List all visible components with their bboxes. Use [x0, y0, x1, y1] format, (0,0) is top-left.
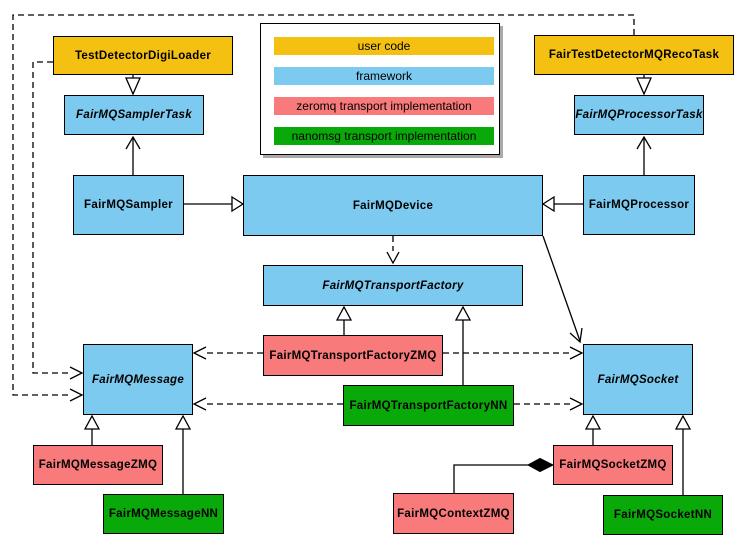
class-box-testdetectordigiloader: TestDetectorDigiLoader [53, 36, 233, 75]
edge-inheritance-messagezmq-message [83, 414, 101, 445]
edge-inheritance-socketnn-socket [674, 414, 692, 495]
edge-dependency-transportfactoryzmq-socket [443, 346, 584, 360]
edge-association-sampler-samplertask [125, 135, 141, 175]
edge-association-device-socket [542, 235, 583, 344]
class-box-fairmqsocketnn: FairMQSocketNN [603, 495, 723, 535]
class-label: FairMQMessageNN [108, 508, 219, 520]
legend-item-nanomsg: nanomsg transport implementation [274, 127, 494, 145]
class-box-fairtestdetectormqrecotask: FairTestDetectorMQRecoTask [534, 35, 734, 75]
class-label: FairMQSamplerTask [76, 109, 192, 121]
class-box-fairmqmessage: FairMQMessage [83, 344, 193, 415]
edge-dependency-device-transportfactory [386, 236, 400, 265]
edge-inheritance-transportfactorynn-transportfactory [454, 305, 472, 385]
legend-item-zeromq: zeromq transport implementation [274, 97, 494, 115]
class-box-fairmqtransportfactory: FairMQTransportFactory [263, 265, 523, 306]
class-label: FairTestDetectorMQRecoTask [548, 49, 720, 61]
edge-inheritance-messagenn-message [174, 414, 192, 494]
legend-item-framework: framework [274, 67, 494, 85]
class-box-fairmqmessagezmq: FairMQMessageZMQ [33, 445, 163, 485]
class-box-fairmqcontextzmq: FairMQContextZMQ [393, 493, 514, 534]
edge-inheritance-processor-device [541, 195, 583, 213]
legend-label: framework [355, 69, 412, 83]
edge-inheritance-transportfactoryzmq-transportfactory [335, 305, 353, 335]
class-box-fairmqtransportfactorynn: FairMQTransportFactoryNN [343, 385, 514, 426]
class-label: FairMQSocket [597, 373, 679, 386]
class-box-fairmqsamplertask: FairMQSamplerTask [64, 95, 204, 135]
class-label: FairMQTransportFactoryZMQ [269, 349, 437, 362]
edge-inheritance-sampler-device [184, 195, 245, 213]
edge-dependency-transportfactoryzmq-message [192, 346, 263, 360]
edge-composition-contextzmq-socketzmq [453, 457, 555, 493]
edge-dependency-transportfactorynn-socket [514, 397, 584, 411]
class-box-fairmqsampler: FairMQSampler [73, 175, 184, 235]
class-label: FairMQDevice [352, 199, 434, 212]
edge-inheritance-socketzmq-socket [584, 414, 602, 445]
class-label: FairMQMessageZMQ [38, 459, 158, 471]
edge-inheritance-recotask-processortask [636, 75, 652, 96]
class-label: FairMQTransportFactoryNN [349, 399, 508, 412]
class-label: FairMQSocketZMQ [559, 459, 667, 471]
class-box-fairmqprocessor: FairMQProcessor [583, 175, 695, 235]
class-box-fairmqtransportfactoryzmq: FairMQTransportFactoryZMQ [263, 335, 443, 376]
class-box-fairmqdevice: FairMQDevice [243, 175, 543, 236]
class-label: FairMQProcessorTask [575, 109, 703, 121]
class-label: FairMQContextZMQ [397, 507, 510, 520]
edge-association-processor-processortask [636, 135, 652, 175]
legend-label: user code [357, 39, 411, 53]
edge-inheritance-digiloader-samplertask [125, 75, 141, 96]
legend-item-user-code: user code [274, 37, 494, 55]
class-box-fairmqprocessortask: FairMQProcessorTask [574, 95, 704, 135]
legend-label: zeromq transport implementation [296, 99, 472, 113]
class-label: FairMQTransportFactory [322, 279, 464, 292]
class-label: FairMQProcessor [588, 199, 690, 211]
class-label: FairMQMessage [91, 373, 185, 386]
class-label: TestDetectorDigiLoader [74, 49, 212, 62]
class-box-fairmqmessagenn: FairMQMessageNN [103, 494, 224, 534]
class-label: FairMQSocketNN [613, 509, 713, 521]
class-label: FairMQSampler [84, 199, 173, 211]
legend: user code framework zeromq transport imp… [260, 23, 500, 155]
class-box-fairmqsocketzmq: FairMQSocketZMQ [553, 445, 673, 485]
class-box-fairmqsocket: FairMQSocket [583, 344, 693, 415]
edge-dependency-transportfactorynn-message [192, 397, 343, 411]
legend-label: nanomsg transport implementation [291, 129, 477, 143]
